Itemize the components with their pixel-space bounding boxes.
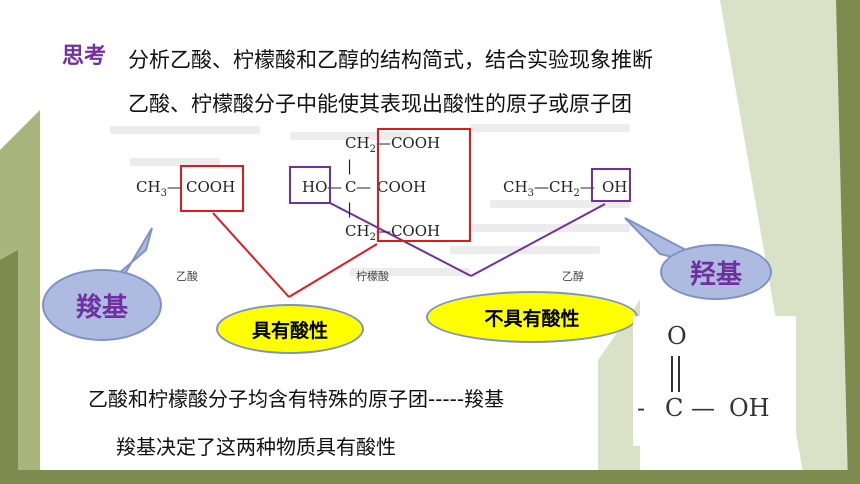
formula-carbon: C (665, 394, 684, 422)
deco-right-dark (836, 0, 860, 484)
formula-double-bond (671, 356, 680, 392)
formula-bond: — (691, 394, 715, 422)
acetic-cooh: COOH (186, 178, 236, 196)
citric-cooh-highlight-box (377, 128, 471, 242)
ethanol-ch3-ch2: CH3—CH2— (503, 178, 595, 199)
ethanol-oh: OH (602, 178, 628, 196)
conclusion-line-1: 乙酸和柠檬酸分子均含有特殊的原子团-----羧基 (88, 387, 505, 411)
line-citric-to-acidic (288, 243, 378, 298)
deco-left-dark (0, 250, 18, 484)
formula-oxygen: O (667, 322, 687, 350)
deco-center-light (598, 300, 640, 470)
question-line-2: 乙酸、柠檬酸分子中能使其表现出酸性的原子或原子团 (128, 92, 632, 116)
deco-right-light (720, 0, 860, 484)
formula-left-dash: - (637, 394, 646, 422)
citric-caption: 柠檬酸 (356, 270, 389, 283)
faded-textbook-background (110, 118, 630, 288)
acetic-ch3: CH3— (136, 178, 182, 199)
line-acetic-to-acidic (212, 212, 290, 298)
question-line-1: 分析乙酸、柠檬酸和乙醇的结构简式，结合实验现象推断 (128, 48, 653, 72)
bubble-hydroxyl: 羟基 (660, 244, 772, 300)
acetic-cooh-highlight-box (180, 165, 244, 212)
line-ethanol-oh-to-not-acidic (470, 203, 606, 277)
citric-bond-upper: | (347, 157, 353, 175)
line-citric-ho-to-not-acidic (329, 202, 472, 277)
citric-dash-right: — (356, 178, 371, 196)
ethanol-oh-highlight-box (591, 168, 631, 202)
citric-bond-lower: | (347, 200, 353, 218)
bubble-acidic: 具有酸性 (216, 304, 364, 354)
carboxyl-formula-panel: O - C — OH (633, 316, 796, 446)
formula-hydroxyl: OH (729, 394, 770, 422)
citric-ho: HO (302, 178, 328, 196)
think-label: 思考 (62, 44, 107, 69)
deco-bottom-bar (0, 470, 860, 484)
citric-central-c: C (345, 178, 357, 196)
bubble-carboxyl: 羧基 (42, 269, 162, 341)
citric-ho-highlight-box (289, 166, 331, 204)
acetic-caption: 乙酸 (176, 270, 198, 283)
conclusion-line-2: 羧基决定了这两种物质具有酸性 (116, 435, 396, 459)
citric-middle-cooh: COOH (377, 178, 427, 196)
ethanol-caption: 乙醇 (562, 270, 584, 283)
citric-bottom-ch2-cooh: CH2—COOH (345, 222, 441, 243)
citric-top-ch2-cooh: CH2—COOH (345, 134, 441, 155)
bubble-not-acidic: 不具有酸性 (426, 291, 638, 343)
